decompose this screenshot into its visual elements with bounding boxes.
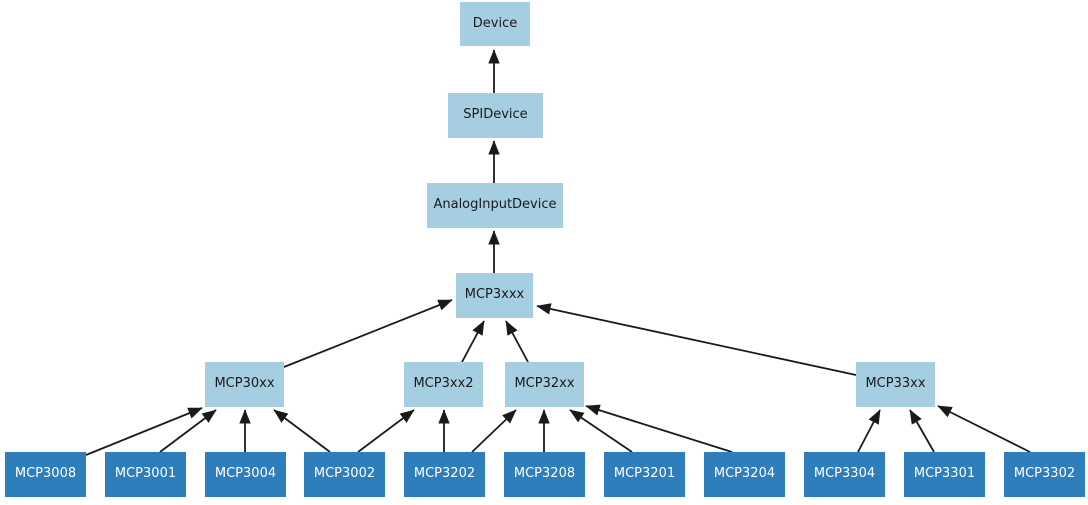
class-node-label: Device <box>472 15 518 31</box>
class-node-label: MCP3004 <box>214 466 277 482</box>
class-node-device[interactable]: Device <box>460 2 530 46</box>
class-node-mcp30xx[interactable]: MCP30xx <box>205 362 284 407</box>
class-node-mcp3001[interactable]: MCP3001 <box>105 452 186 497</box>
class-node-label: MCP3201 <box>613 466 676 482</box>
class-node-mcp3301[interactable]: MCP3301 <box>904 452 985 497</box>
inheritance-arrow <box>273 409 331 453</box>
inheritance-arrow <box>357 409 415 453</box>
inheritance-arrow <box>585 404 733 453</box>
class-node-label: MCP3204 <box>713 466 776 482</box>
class-node-mcp3204[interactable]: MCP3204 <box>704 452 785 497</box>
inheritance-arrow <box>937 405 1031 453</box>
class-node-mcp3208[interactable]: MCP3208 <box>504 452 585 497</box>
inheritance-arrow <box>505 320 529 363</box>
class-node-label: MCP3302 <box>1013 466 1076 482</box>
class-node-mcp32xx[interactable]: MCP32xx <box>505 362 584 407</box>
class-node-label: MCP3001 <box>114 466 177 482</box>
inheritance-arrow <box>471 409 517 453</box>
class-node-label: MCP3202 <box>413 466 476 482</box>
class-node-mcp3004[interactable]: MCP3004 <box>205 452 286 497</box>
inheritance-arrow <box>283 299 453 368</box>
inheritance-arrow <box>536 303 857 376</box>
inheritance-arrow <box>857 409 881 453</box>
inheritance-arrow <box>909 409 935 453</box>
class-node-label: MCP3002 <box>313 466 376 482</box>
class-node-mcp3002[interactable]: MCP3002 <box>304 452 385 497</box>
class-node-label: MCP30xx <box>214 376 275 392</box>
inheritance-arrow <box>159 409 217 453</box>
class-node-label: MCP3xx2 <box>413 376 474 392</box>
class-node-label: AnalogInputDevice <box>433 197 557 213</box>
inheritance-arrow <box>569 409 633 453</box>
class-node-label: MCP3301 <box>913 466 976 482</box>
class-node-mcp3302[interactable]: MCP3302 <box>1004 452 1085 497</box>
class-node-label: MCP33xx <box>865 376 926 392</box>
class-node-mcp3xxx[interactable]: MCP3xxx <box>456 273 533 318</box>
class-node-label: MCP3xxx <box>464 287 525 303</box>
class-node-label: MCP32xx <box>514 376 575 392</box>
class-node-mcp3008[interactable]: MCP3008 <box>5 452 86 497</box>
class-node-mcp3xx2[interactable]: MCP3xx2 <box>404 362 483 407</box>
class-node-mcp33xx[interactable]: MCP33xx <box>856 362 935 407</box>
class-node-mcp3201[interactable]: MCP3201 <box>604 452 685 497</box>
class-node-mcp3304[interactable]: MCP3304 <box>804 452 885 497</box>
class-node-label: MCP3008 <box>14 466 77 482</box>
class-node-label: MCP3208 <box>513 466 576 482</box>
class-node-label: SPIDevice <box>463 107 528 123</box>
class-node-label: MCP3304 <box>813 466 876 482</box>
class-node-analoginputdevice[interactable]: AnalogInputDevice <box>427 183 563 228</box>
class-node-spidevice[interactable]: SPIDevice <box>448 93 543 138</box>
class-node-mcp3202[interactable]: MCP3202 <box>404 452 485 497</box>
inheritance-arrow <box>85 407 203 456</box>
inheritance-arrow <box>461 320 485 363</box>
